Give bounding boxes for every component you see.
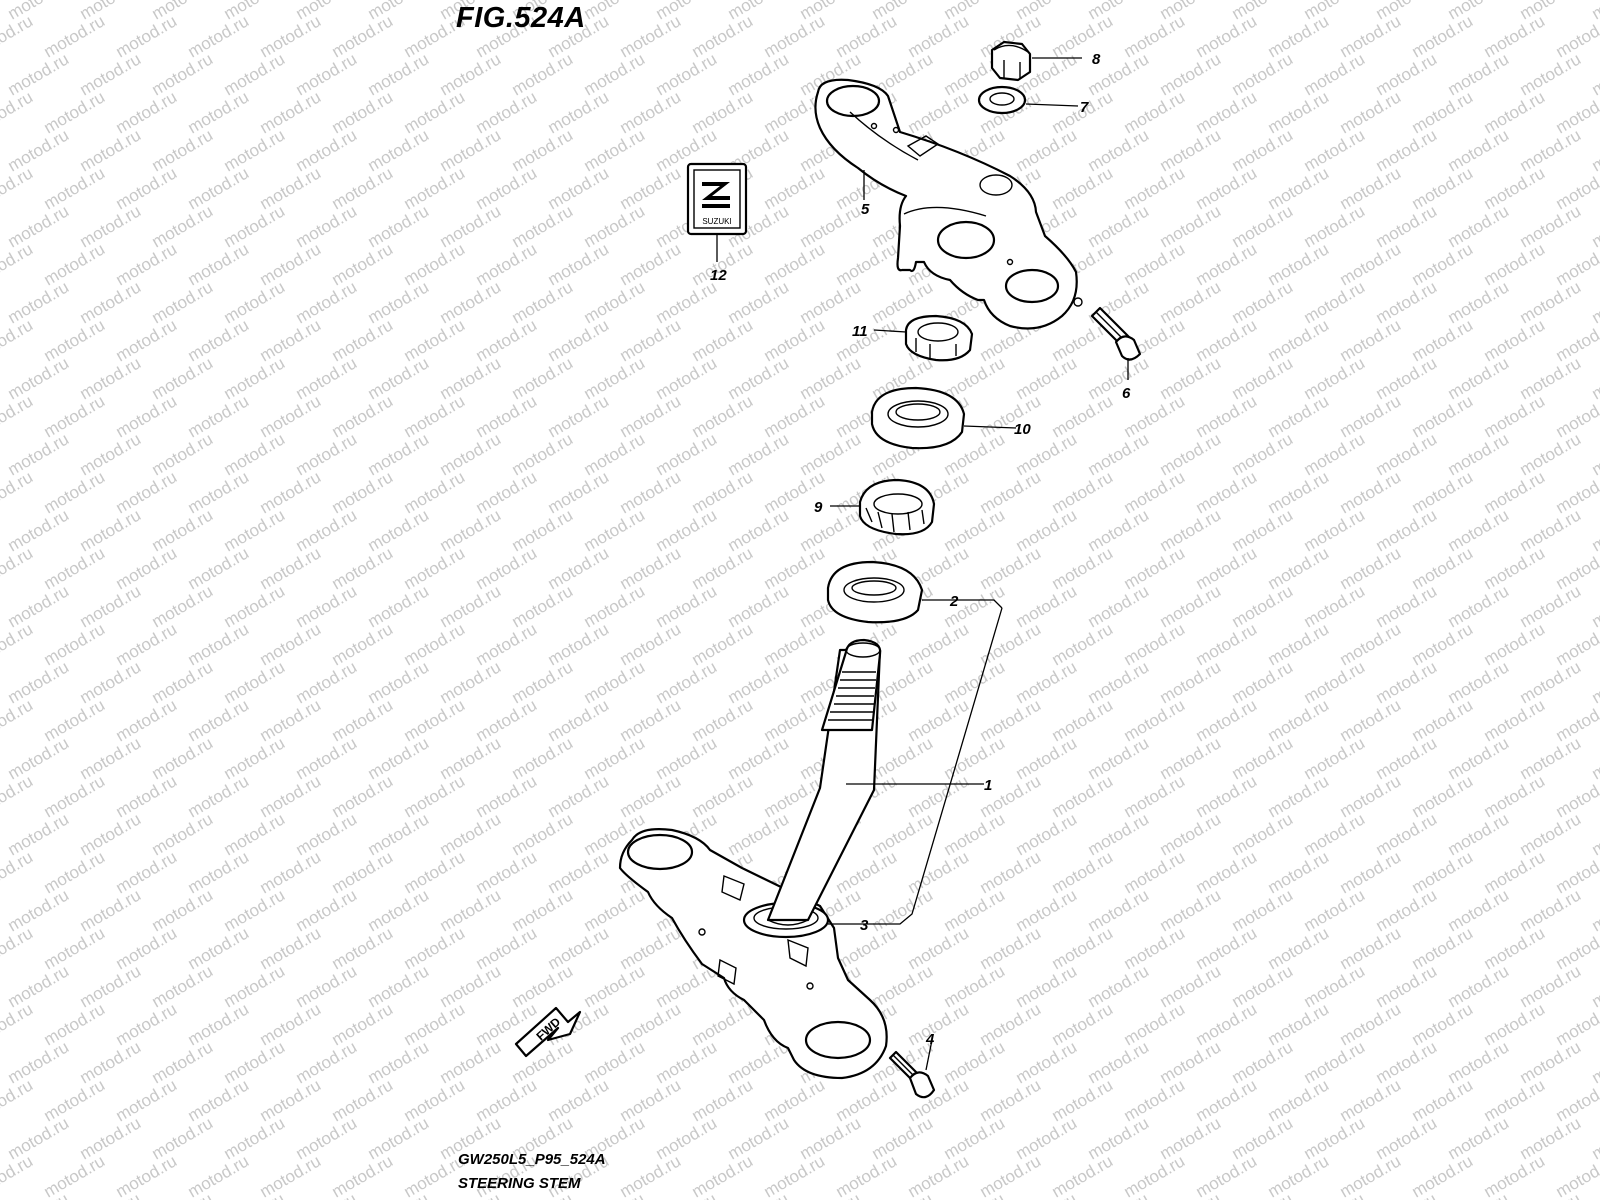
callout-3: 3: [860, 917, 869, 934]
steering-stem-drawing[interactable]: [618, 638, 888, 1080]
callout-7: 7: [1080, 99, 1089, 116]
stem-head-nut-drawing[interactable]: [990, 40, 1032, 82]
leader-line-2: [922, 599, 1003, 609]
callout-12: 12: [710, 267, 727, 284]
upper-bearing-race-drawing[interactable]: [870, 386, 966, 450]
leader-line-7: [1025, 103, 1079, 107]
diagram-name: STEERING STEM: [458, 1175, 581, 1192]
emblem-logo-text: SUZUKI: [702, 217, 731, 226]
leader-line-3: [828, 607, 1003, 925]
callout-8: 8: [1092, 51, 1101, 68]
callout-10: 10: [1014, 421, 1031, 438]
leader-line-4: [925, 1039, 933, 1071]
diagram-code: GW250L5_P95_524A: [458, 1151, 606, 1168]
callout-2: 2: [949, 593, 959, 610]
upper-bracket-bolt-drawing[interactable]: [1090, 306, 1142, 361]
lower-bracket-bolt-drawing[interactable]: [888, 1050, 936, 1099]
callout-11: 11: [852, 323, 868, 340]
forward-direction-arrow: FWD: [514, 1006, 582, 1058]
steering-stem-nut-drawing[interactable]: [904, 314, 974, 362]
callout-5: 5: [861, 201, 870, 218]
figure-title: FIG.524A: [456, 2, 586, 34]
upper-bracket-drawing[interactable]: [814, 78, 1083, 330]
washer-drawing[interactable]: [977, 85, 1027, 115]
emblem-drawing[interactable]: SUZUKI: [686, 162, 748, 236]
callout-1: 1: [984, 777, 992, 794]
callout-4: 4: [925, 1031, 935, 1048]
callout-9: 9: [814, 499, 823, 516]
leader-line-11: [873, 329, 907, 333]
leader-line-10: [963, 425, 1017, 429]
upper-bearing-drawing[interactable]: [858, 478, 936, 536]
callout-6: 6: [1122, 385, 1131, 402]
lower-bearing-race-drawing[interactable]: [826, 560, 924, 624]
